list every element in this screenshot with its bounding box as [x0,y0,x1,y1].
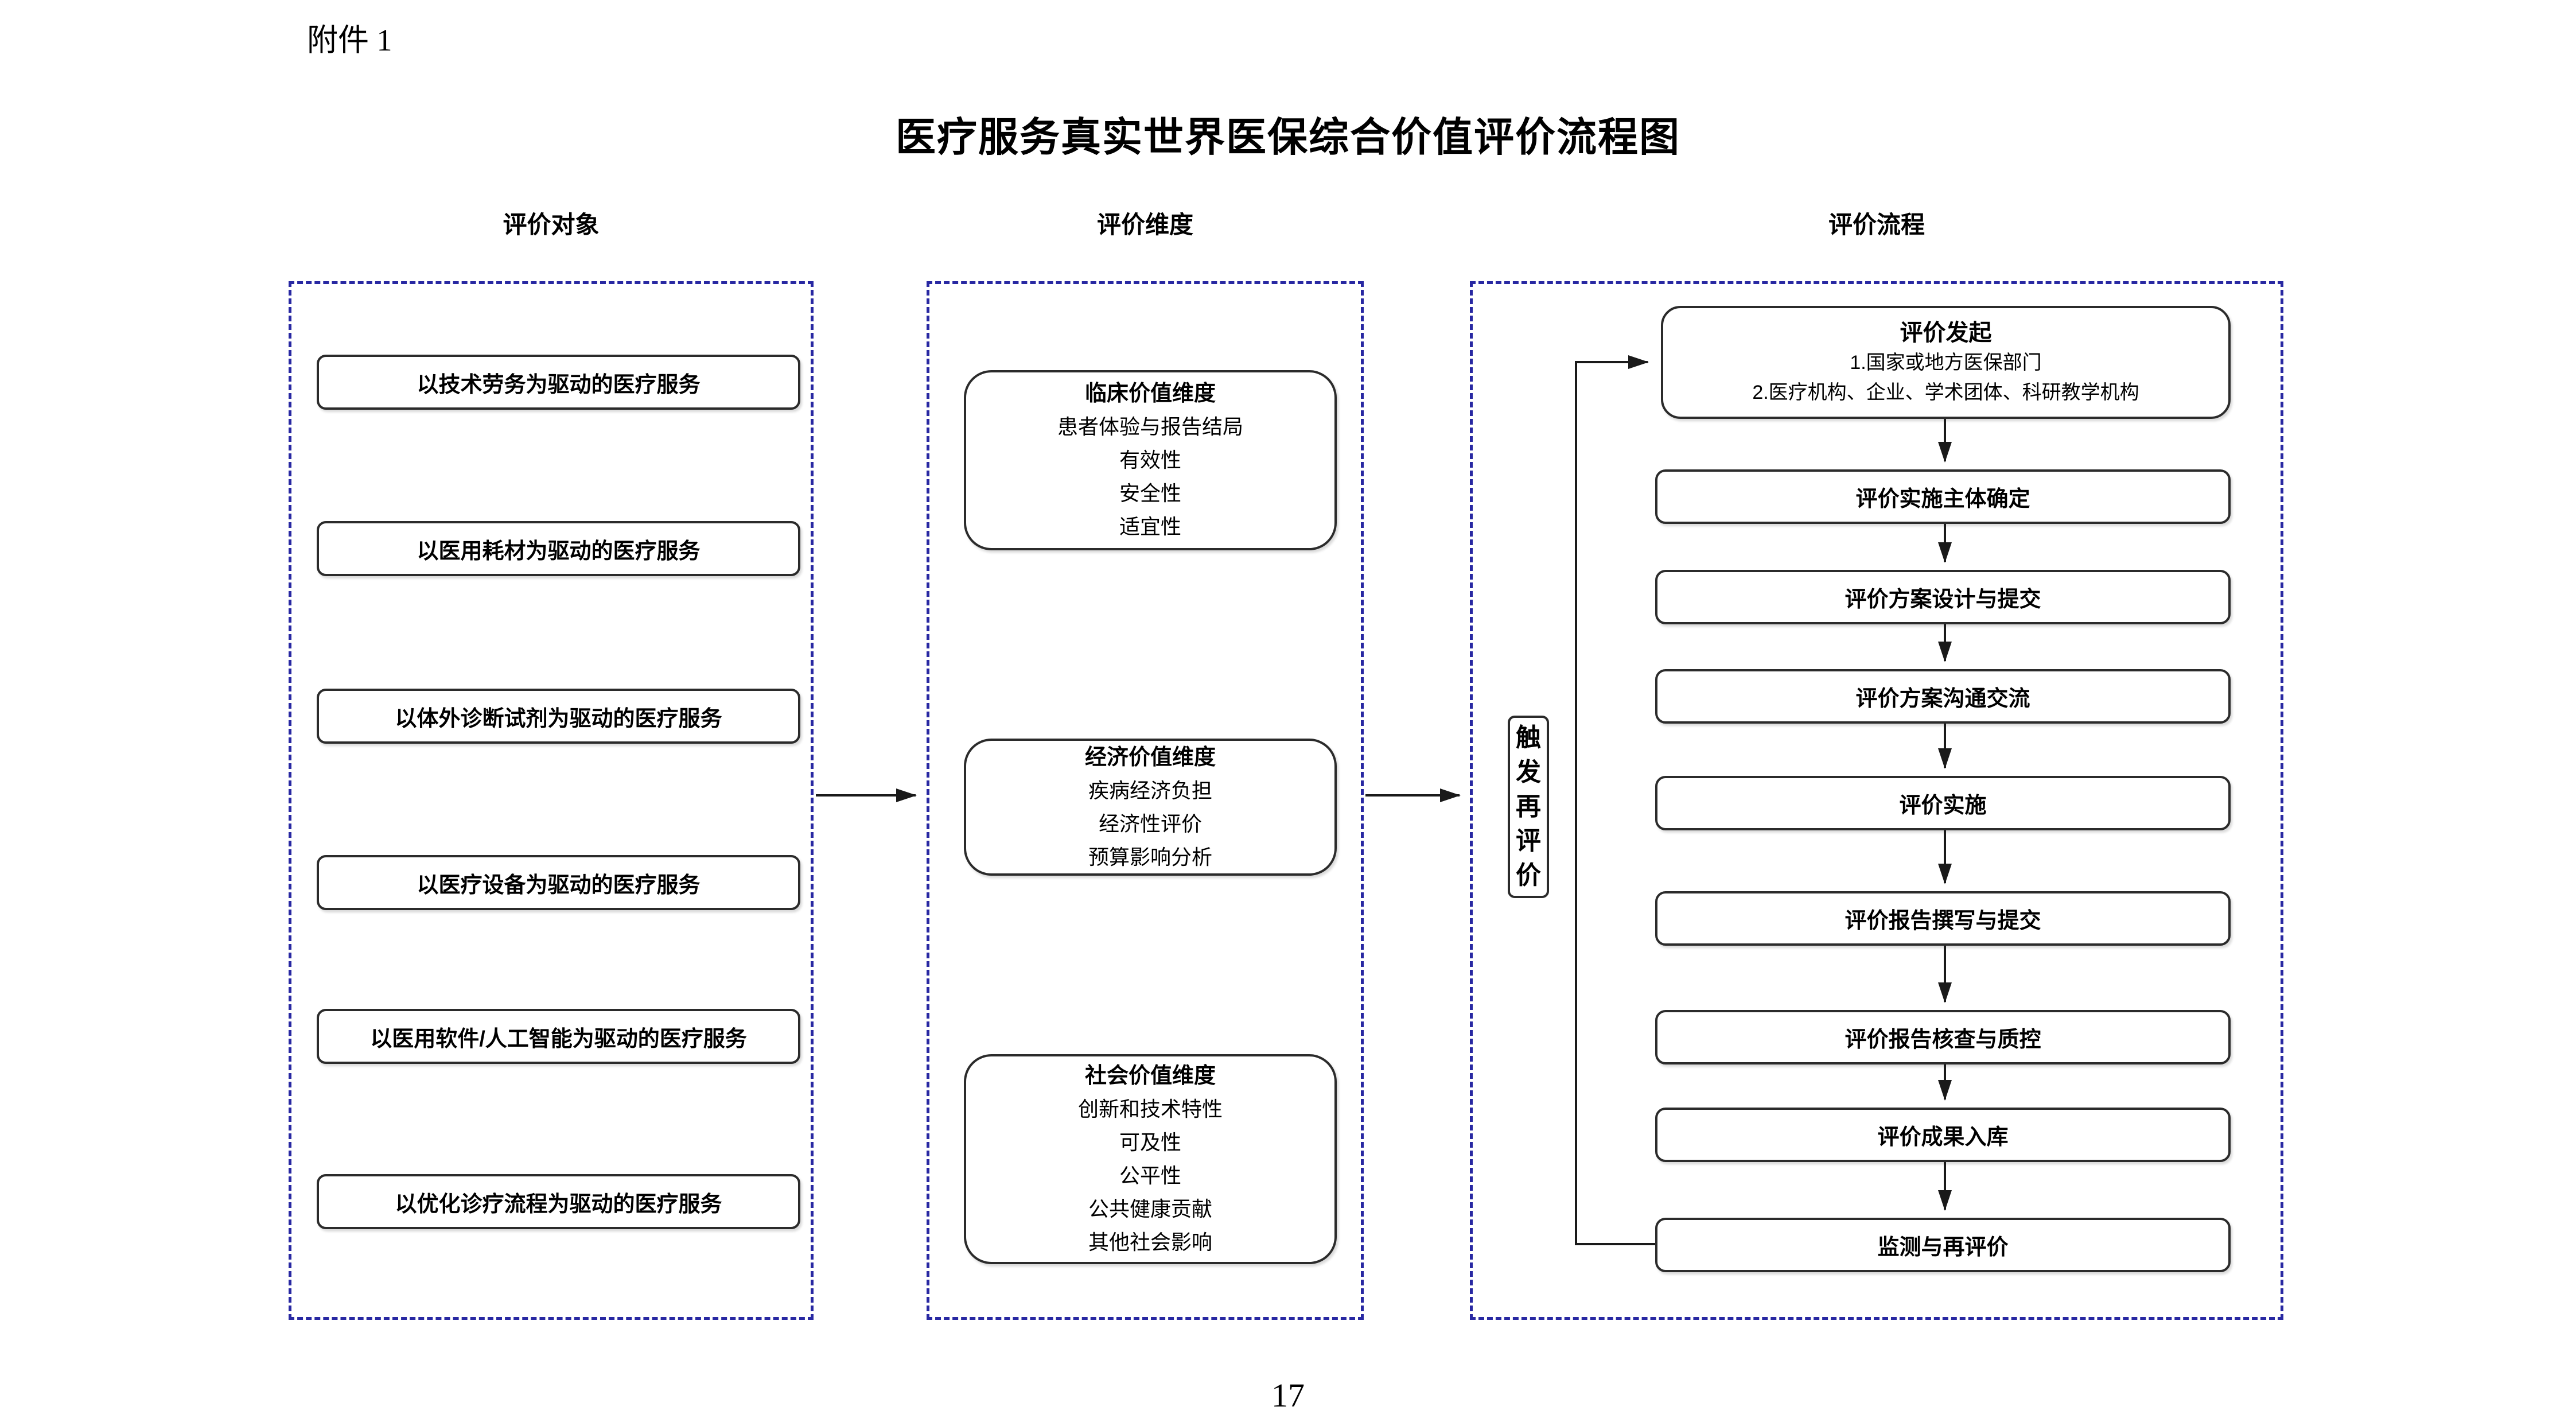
dimension-line: 预算影响分析 [1088,845,1212,869]
page-title: 医疗服务真实世界医保综合价值评价流程图 [896,116,1680,160]
process-step: 评价实施 [1655,776,2231,830]
column-header-objects: 评价对象 [503,211,600,238]
dimension-title: 临床价值维度 [1084,382,1216,406]
dimensions-column-frame [927,281,1364,1320]
process-start-box: 评价发起 1.国家或地方医保部门 2.医疗机构、企业、学术团体、科研教学机构 [1661,306,2231,419]
object-item: 以医用耗材为驱动的医疗服务 [317,521,800,576]
process-step: 评价方案沟通交流 [1655,669,2231,724]
trigger-reevaluation-box: 触发再评价 [1508,716,1549,898]
process-step: 评价成果入库 [1655,1108,2231,1162]
dimension-line: 可及性 [1119,1130,1181,1154]
process-step: 评价报告核查与质控 [1655,1010,2231,1064]
process-step: 监测与再评价 [1655,1218,2231,1272]
object-item: 以技术劳务为驱动的医疗服务 [317,355,800,410]
dimension-line: 安全性 [1119,481,1181,505]
process-start-line: 2.医疗机构、企业、学术团体、科研教学机构 [1752,381,2139,403]
process-start-title: 评价发起 [1900,320,1992,345]
process-column-frame [1470,281,2283,1320]
dimension-line: 有效性 [1119,448,1181,472]
dimension-title: 社会价值维度 [1084,1064,1216,1088]
dimension-box-social: 社会价值维度 创新和技术特性 可及性 公平性 公共健康贡献 其他社会影响 [964,1054,1337,1264]
dimension-line: 患者体验与报告结局 [1057,415,1243,438]
dimension-line: 其他社会影响 [1088,1230,1212,1254]
dimension-line: 公共健康贡献 [1088,1197,1212,1221]
dimension-line: 经济性评价 [1098,811,1202,836]
object-item: 以体外诊断试剂为驱动的医疗服务 [317,689,800,744]
trigger-reevaluation-label: 触发再评价 [1516,724,1541,889]
dimension-title: 经济价值维度 [1084,745,1216,770]
process-step: 评价报告撰写与提交 [1655,891,2231,946]
object-item: 以医疗设备为驱动的医疗服务 [317,855,800,910]
objects-column-frame [289,281,814,1320]
process-step: 评价方案设计与提交 [1655,570,2231,624]
object-item: 以医用软件/人工智能为驱动的医疗服务 [317,1009,800,1064]
attachment-label: 附件 1 [307,23,392,57]
dimension-box-economic: 经济价值维度 疾病经济负担 经济性评价 预算影响分析 [964,739,1337,876]
page-number: 17 [1271,1377,1305,1414]
dimension-line: 创新和技术特性 [1077,1097,1223,1121]
process-start-line: 1.国家或地方医保部门 [1850,351,2042,374]
object-item: 以优化诊疗流程为驱动的医疗服务 [317,1174,800,1229]
dimension-line: 公平性 [1119,1164,1181,1187]
column-header-dimensions: 评价维度 [1096,211,1193,238]
column-header-process: 评价流程 [1828,211,1925,238]
dimension-line: 疾病经济负担 [1088,778,1212,802]
process-step: 评价实施主体确定 [1655,469,2231,524]
dimension-box-clinical: 临床价值维度 患者体验与报告结局 有效性 安全性 适宜性 [964,370,1337,550]
dimension-line: 适宜性 [1119,515,1181,538]
